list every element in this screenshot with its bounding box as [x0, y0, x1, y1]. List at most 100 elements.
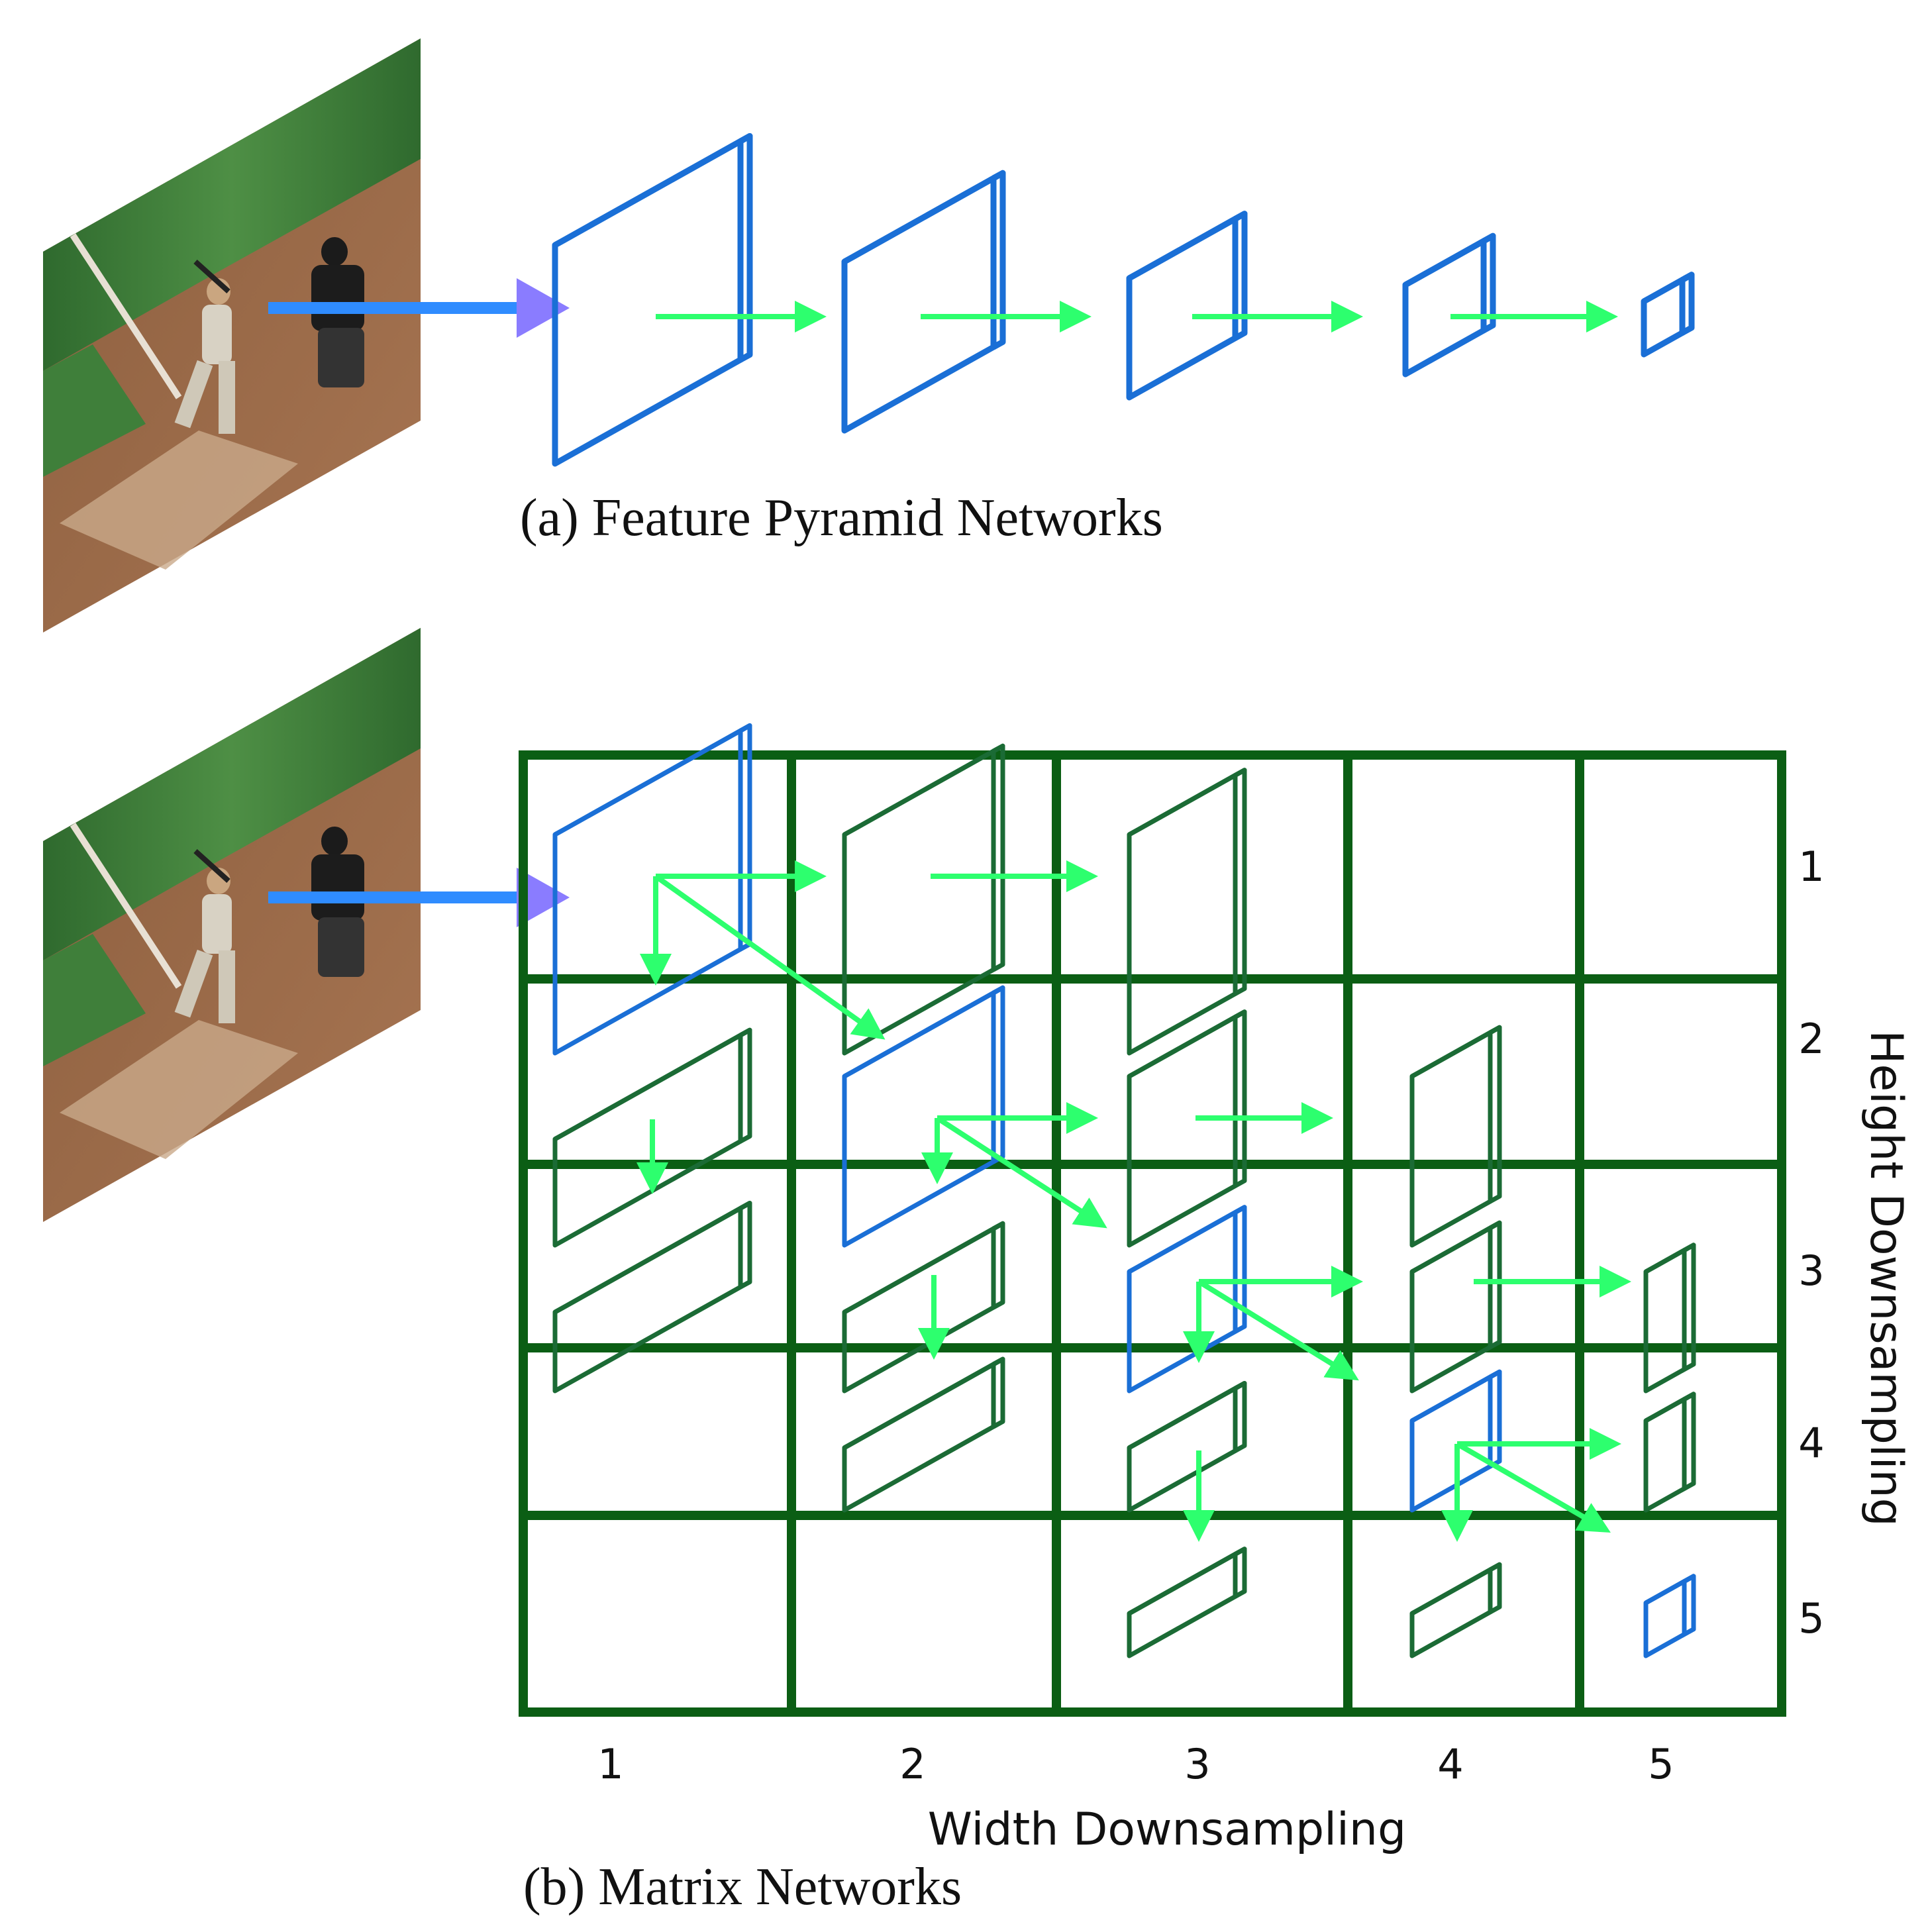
- fpn-layer-3: [1126, 211, 1248, 401]
- matrix-layer-r1-c1-top: [554, 723, 752, 837]
- batter-figure: [174, 260, 235, 434]
- matrix-arrow-4: [654, 874, 886, 1040]
- matrix-layer-r1-c1-side: [739, 723, 752, 952]
- fpn-layer-1: [552, 133, 753, 467]
- fpn-layer-4-top: [1403, 232, 1496, 287]
- matrix-layer-r1-c3-front: [1127, 772, 1238, 1056]
- matrix-layer-r4-c4-top: [1411, 1369, 1502, 1423]
- matrix-layer-r5-c3-top: [1128, 1547, 1247, 1616]
- matrix-layer-r4-c2: [842, 1356, 1005, 1513]
- matrix-layer-r4-c3-top: [1128, 1380, 1247, 1450]
- matrix-layer-r4-c3: [1127, 1380, 1247, 1513]
- fpn-layer-3-side: [1233, 211, 1248, 341]
- matrix-layer-r3-c4-top: [1411, 1220, 1502, 1274]
- x-tick-3: 3: [1184, 1740, 1210, 1788]
- matrix-layer-r2-c4-side: [1489, 1025, 1502, 1203]
- caption-b: (b) Matrix Networks: [523, 1858, 962, 1916]
- matrix-layer-r3-c2-front: [842, 1226, 996, 1394]
- matrix-layer-r1-c3: [1127, 768, 1247, 1056]
- matrix-layer-r5-c4: [1409, 1562, 1502, 1658]
- matrix-layer-r4-c3-side: [1234, 1380, 1247, 1453]
- batter-figure: [174, 849, 235, 1023]
- matrix-arrow-13: [1197, 1279, 1359, 1381]
- matrix-layer-r3-c5-front: [1643, 1248, 1687, 1394]
- umpire-figure: [311, 237, 364, 387]
- fpn-layer-5-side: [1680, 272, 1695, 336]
- matrix-layer-r2-c3-front: [1127, 1014, 1238, 1248]
- matrix-layer-r1-c2: [842, 743, 1005, 1056]
- matrix-arrow-18: [1455, 1441, 1611, 1533]
- matrix-layer-r2-c4-top: [1411, 1025, 1502, 1079]
- matrix-layer-r3-c3-top: [1128, 1205, 1247, 1274]
- matrix-layer-r3-c3-side: [1234, 1205, 1247, 1334]
- matrix-layer-r1-c2-side: [992, 743, 1005, 972]
- fpn-layer-3-top: [1127, 211, 1248, 281]
- matrix-layer-r5-c5-side: [1683, 1574, 1696, 1637]
- matrix-layer-r3-c5-side: [1683, 1243, 1696, 1372]
- matrix-layer-r5-c4-top: [1411, 1562, 1502, 1616]
- matrix-layer-r4-c5-side: [1683, 1392, 1696, 1491]
- fpn-layer-2-top: [842, 170, 1006, 264]
- matrix-layer-r2-c4-front: [1409, 1030, 1493, 1248]
- matrix-layer-r2-c1-side: [739, 1027, 752, 1144]
- matrix-layer-r2-c1: [552, 1027, 752, 1248]
- matrix-grid: [519, 750, 1786, 1717]
- x-axis-title: Width Downsampling: [928, 1804, 1406, 1856]
- matrix-layer-r2-c4: [1409, 1025, 1502, 1248]
- fpn-layer-4-side: [1482, 232, 1496, 333]
- matrix-layer-r5-c4-front: [1409, 1567, 1493, 1658]
- y-tick-2: 2: [1798, 1015, 1824, 1063]
- x-tick-2: 2: [899, 1740, 925, 1788]
- y-tick-3: 3: [1798, 1246, 1824, 1295]
- matrix-layer-r5-c5: [1643, 1574, 1696, 1658]
- matrix-layer-r2-c3-side: [1234, 1009, 1247, 1188]
- fpn-input-arrow: [268, 278, 570, 338]
- matrix-layer-r3-c4: [1409, 1220, 1502, 1394]
- y-tick-4: 4: [1798, 1419, 1824, 1467]
- fpn-layer-2-side: [991, 170, 1006, 350]
- matrix-layer-r5-c3: [1127, 1547, 1247, 1658]
- x-tick-1: 1: [597, 1740, 623, 1788]
- fpn-layer-1-front: [552, 138, 744, 467]
- matrix-layers: [552, 723, 1696, 1658]
- matrix-layer-r5-c4-side: [1489, 1562, 1502, 1614]
- matrix-layer-r3-c2: [842, 1221, 1005, 1394]
- fpn-layer-2-front: [841, 175, 997, 434]
- y-axis-ticks: 1 2 3 4 5: [1798, 842, 1824, 1643]
- matrix-layer-r3-c1: [552, 1201, 752, 1394]
- matrix-arrows: [636, 860, 1631, 1542]
- matrix-layer-r1-c1: [552, 723, 752, 1056]
- y-tick-5: 5: [1798, 1594, 1824, 1643]
- x-axis-ticks: 1 2 3 4 5: [597, 1740, 1674, 1788]
- matrix-arrow-8: [935, 1115, 1107, 1229]
- matrix-layer-r2-c1-front: [552, 1033, 743, 1248]
- matrix-layer-r4-c3-front: [1127, 1386, 1238, 1513]
- grid-frame: [519, 750, 1786, 1717]
- matrix-layer-r3-c3-front: [1127, 1209, 1238, 1394]
- fpn-layer-2: [841, 170, 1006, 434]
- matrix-layer-r1-c3-side: [1234, 768, 1247, 996]
- fpn-layer-5: [1641, 272, 1695, 358]
- matrix-input-image: [43, 628, 421, 1222]
- fpn-layer-1-side: [738, 133, 753, 363]
- matrix-layer-r4-c2-side: [992, 1356, 1005, 1429]
- caption-a: (a) Feature Pyramid Networks: [520, 489, 1163, 547]
- matrix-layer-r3-c1-side: [739, 1201, 752, 1290]
- fpn-layer-1-top: [553, 133, 753, 248]
- x-tick-5: 5: [1648, 1740, 1674, 1788]
- matrix-layer-r2-c2-top: [843, 985, 1005, 1079]
- matrix-layer-r3-c2-top: [843, 1221, 1005, 1315]
- fpn-layer-4: [1402, 232, 1496, 378]
- matrix-layer-r4-c5: [1643, 1392, 1696, 1513]
- fpn-layers: [552, 133, 1695, 467]
- fpn-input-image: [43, 38, 421, 633]
- matrix-layer-r3-c1-front: [552, 1205, 743, 1394]
- y-axis-title: Height Downsampling: [1860, 1030, 1912, 1527]
- matrix-layer-r2-c3: [1127, 1009, 1247, 1248]
- matrix-layer-r5-c3-side: [1234, 1547, 1247, 1599]
- x-tick-4: 4: [1437, 1740, 1463, 1788]
- matrix-layer-r3-c2-side: [992, 1221, 1005, 1310]
- matrix-input-arrow: [268, 868, 570, 927]
- matrix-layer-r1-c3-top: [1128, 768, 1247, 837]
